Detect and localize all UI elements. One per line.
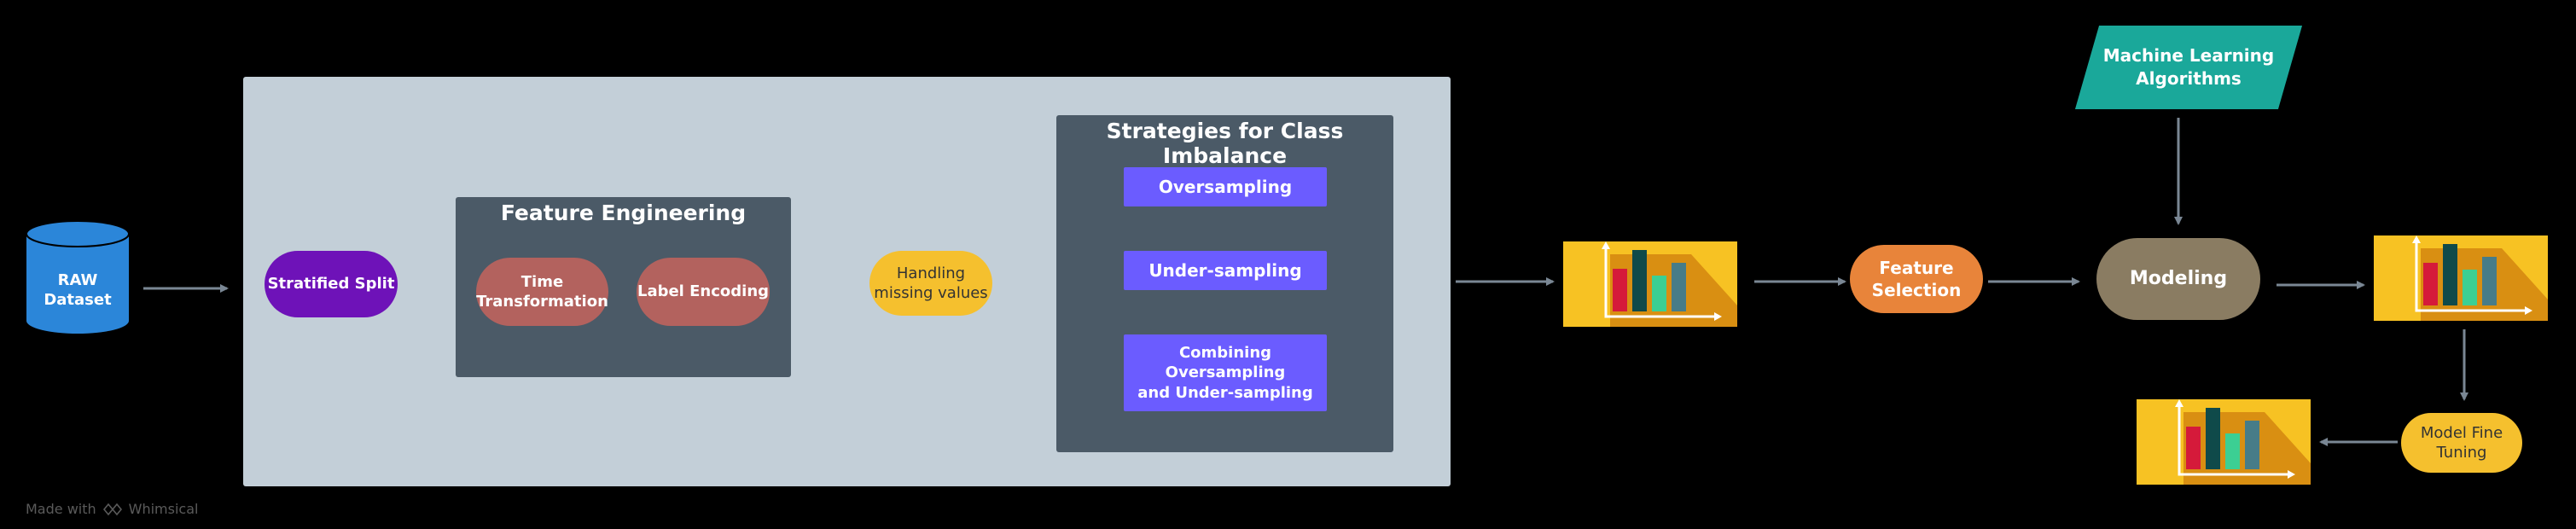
watermark[interactable]: Made with Whimsical — [26, 501, 198, 517]
database-cylinder-icon — [26, 220, 130, 334]
whimsical-logo-icon — [102, 503, 122, 515]
oversampling-node[interactable]: Oversampling — [1124, 167, 1327, 206]
undersampling-node[interactable]: Under-sampling — [1124, 251, 1327, 290]
handling-missing-values-node[interactable]: Handling missing values — [869, 251, 992, 316]
ml-algorithms-node[interactable]: Machine Learning Algorithms — [2102, 45, 2275, 89]
watermark-brand: Whimsical — [128, 501, 199, 517]
bar-chart-icon — [2137, 399, 2311, 485]
feature-engineering-title: Feature Engineering — [500, 201, 747, 225]
watermark-made-with: Made with — [26, 501, 96, 517]
model-fine-tuning-node[interactable]: Model Fine Tuning — [2401, 413, 2522, 473]
class-imbalance-title: Strategies for Class Imbalance — [1106, 119, 1344, 168]
raw-dataset-node[interactable]: RAW Dataset — [44, 270, 112, 309]
label-encoding-node[interactable]: Label Encoding — [637, 258, 770, 326]
modeling-node[interactable]: Modeling — [2096, 238, 2260, 320]
time-transformation-node[interactable]: Time Transformation — [476, 258, 608, 326]
combining-sampling-node[interactable]: Combining Oversampling and Under-samplin… — [1124, 334, 1327, 411]
bar-chart-icon — [1563, 241, 1737, 327]
stratified-split-node[interactable]: Stratified Split — [265, 251, 398, 317]
bar-chart-icon — [2374, 235, 2548, 321]
feature-selection-node[interactable]: Feature Selection — [1850, 245, 1983, 313]
